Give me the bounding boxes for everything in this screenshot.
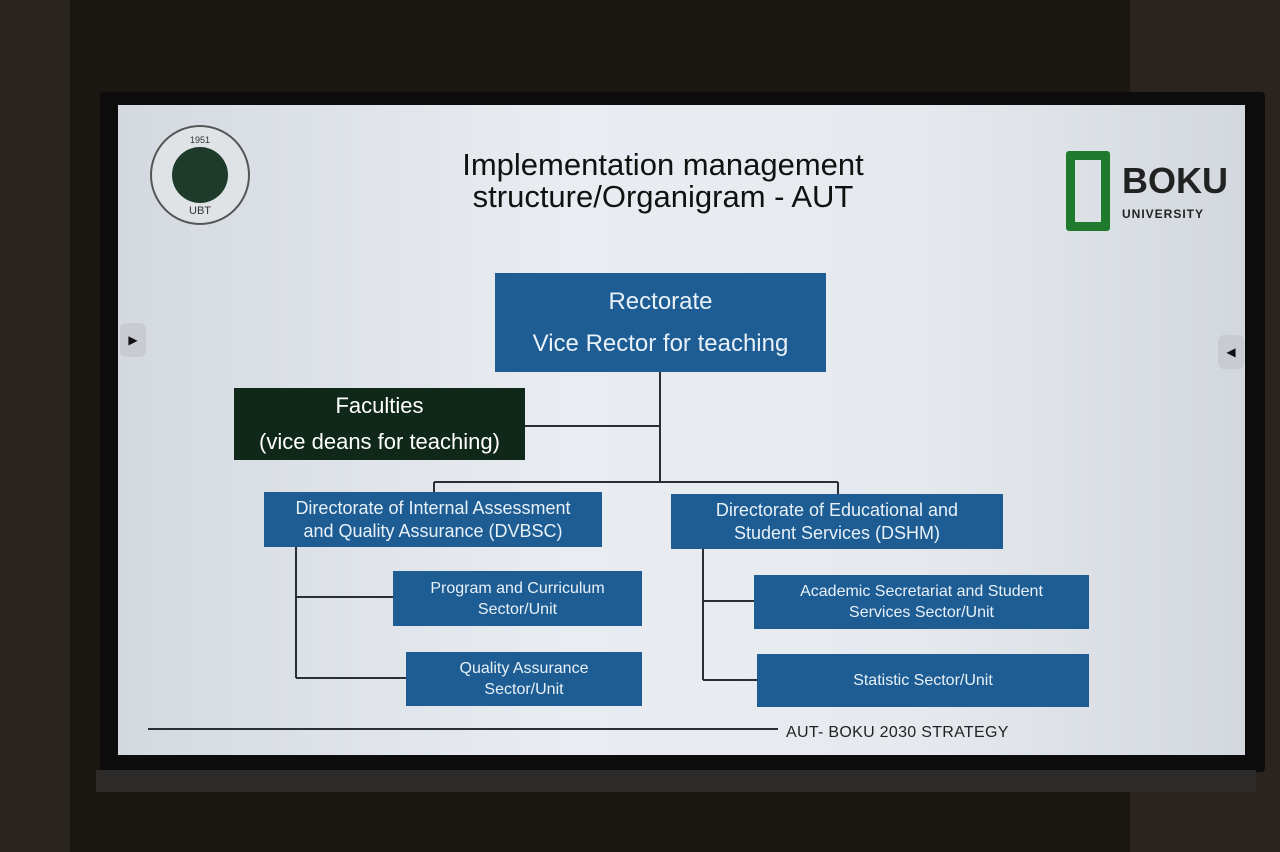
dvbsc-box: Directorate of Internal Assessment and Q… <box>264 492 602 547</box>
dvbsc-line-2: and Quality Assurance (DVBSC) <box>303 520 563 541</box>
dshm-line-1: Directorate of Educational and <box>715 499 959 520</box>
dvbsc-connectors <box>295 547 406 679</box>
ubt-logo: 1951 UBT <box>150 125 250 225</box>
vice-rector-label: Vice Rector for teaching <box>532 329 789 357</box>
connector-lines <box>148 372 839 730</box>
vice-deans-label: (vice deans for teaching) <box>259 429 500 454</box>
top-connectors <box>433 372 839 494</box>
dshm-connectors <box>702 549 757 681</box>
title-line-1: Implementation management <box>462 147 864 182</box>
quality-assurance-box: Quality Assurance Sector/Unit <box>406 652 642 706</box>
academic-secretariat-box: Academic Secretariat and Student Service… <box>754 575 1089 629</box>
title-line-2: structure/Organigram - AUT <box>472 179 854 214</box>
rectorate-box: Rectorate Vice Rector for teaching <box>495 273 826 372</box>
play-right-icon: ▶ <box>128 333 138 347</box>
boku-logo-mark <box>1066 151 1110 231</box>
next-slide-button[interactable]: ◀ <box>1218 335 1244 369</box>
monitor-stand <box>96 770 1256 792</box>
dshm-box: Directorate of Educational and Student S… <box>671 494 1003 549</box>
prev-slide-button[interactable]: ▶ <box>120 323 146 357</box>
academic-line-1: Academic Secretariat and Student <box>800 583 1043 600</box>
boku-logo-sub: UNIVERSITY <box>1122 207 1205 221</box>
qa-line-2: Sector/Unit <box>484 681 564 698</box>
slide-title: Implementation management structure/Orga… <box>418 149 908 213</box>
statistic-label: Statistic Sector/Unit <box>853 671 993 689</box>
rectorate-label: Rectorate <box>608 287 713 315</box>
slide-footer: AUT- BOKU 2030 STRATEGY <box>786 724 1009 741</box>
logo-year: 1951 <box>189 135 211 145</box>
presentation-slide: 1951 UBT Implementation management struc… <box>118 105 1245 755</box>
statistic-box: Statistic Sector/Unit <box>757 654 1089 707</box>
program-line-2: Sector/Unit <box>477 600 558 618</box>
faculties-label: Faculties <box>335 393 424 418</box>
play-left-icon: ◀ <box>1226 345 1236 359</box>
boku-logo-text: BOKU <box>1122 160 1228 201</box>
dshm-line-2: Student Services (DSHM) <box>733 522 941 543</box>
building-icon <box>172 147 228 203</box>
program-line-1: Program and Curriculum <box>430 579 605 597</box>
academic-line-2: Services Sector/Unit <box>849 604 994 621</box>
qa-line-1: Quality Assurance <box>459 660 589 677</box>
program-curriculum-box: Program and Curriculum Sector/Unit <box>393 571 642 626</box>
logo-name: UBT <box>189 205 211 217</box>
wall-left <box>0 0 70 852</box>
dvbsc-line-1: Directorate of Internal Assessment <box>295 497 571 518</box>
faculties-box: Faculties (vice deans for teaching) <box>234 388 525 460</box>
